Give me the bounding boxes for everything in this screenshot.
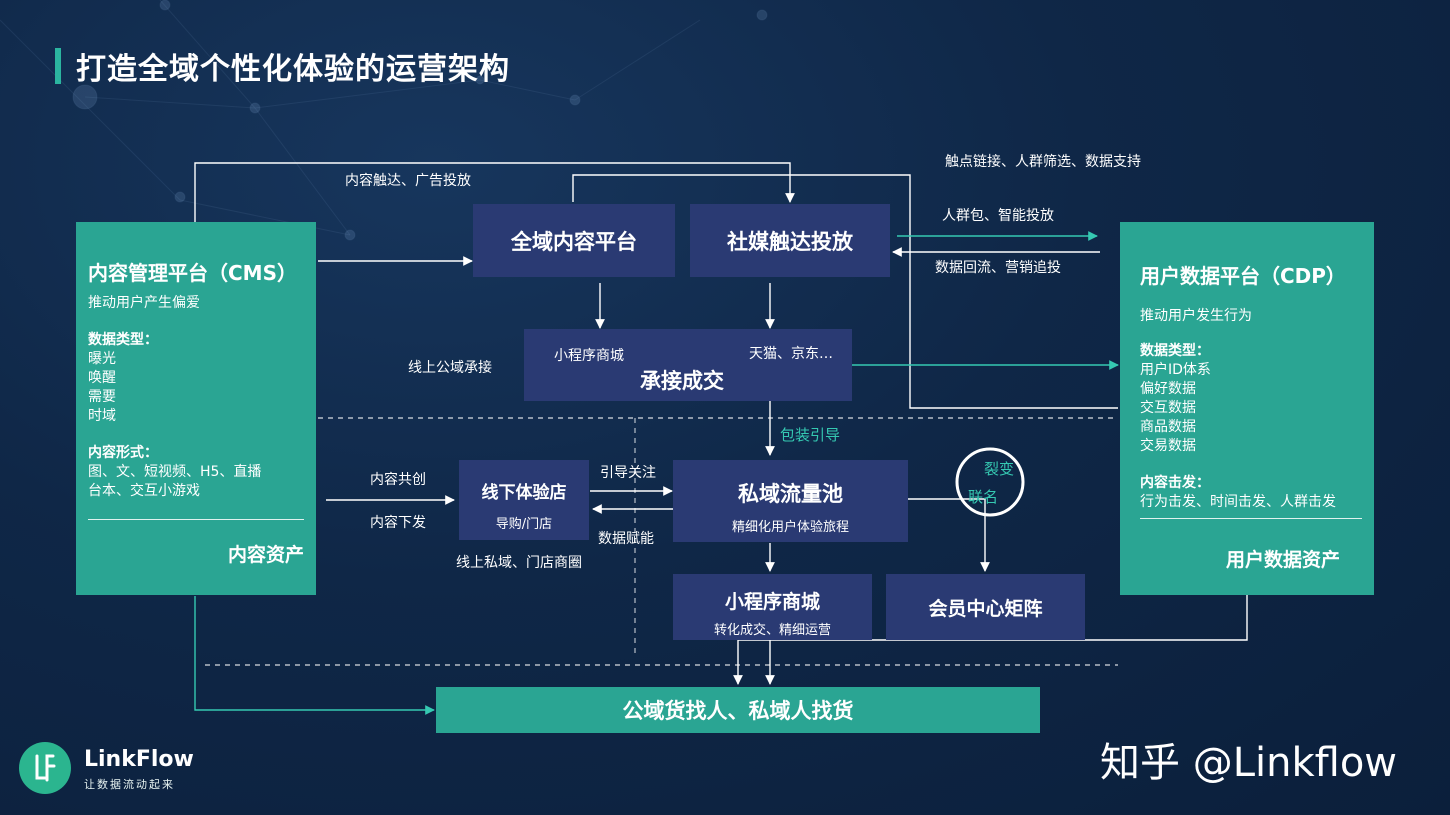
cdp-data-type: 交互数据 [1140, 400, 1196, 416]
member-center-box: 会员中心矩阵 [886, 574, 1085, 640]
cms-asset-label: 内容资产 [227, 544, 304, 566]
page-title: 打造全域个性化体验的运营架构 [76, 52, 510, 87]
miniapp-sub: 转化成交、精细运营 [713, 623, 831, 638]
offline-store-sub: 导购/门店 [495, 517, 553, 532]
cdp-data-type: 偏好数据 [1140, 381, 1196, 397]
label-fission: 裂变 [984, 460, 1015, 478]
bottom-goal-bar: 公域货找人、私域人找货 [436, 687, 1040, 733]
cms-form: 台本、交互小游戏 [88, 483, 200, 499]
cms-title: 内容管理平台（CMS） [88, 261, 297, 285]
cms-data-type: 唤醒 [88, 370, 116, 386]
content-platform-box: 全域内容平台 [473, 204, 675, 277]
cdp-divider [1140, 518, 1362, 519]
social-delivery-box: 社媒触达投放 [690, 204, 890, 277]
miniapp-title: 小程序商城 [724, 591, 820, 613]
cms-subtitle: 推动用户产生偏爱 [88, 295, 200, 311]
cdp-title: 用户数据平台（CDP） [1140, 264, 1346, 288]
cms-divider [88, 519, 304, 520]
deal-left-label: 小程序商城 [554, 348, 624, 364]
label-reach-ads: 内容触达、广告投放 [345, 173, 471, 189]
cdp-data-types-heading: 数据类型： [1140, 343, 1210, 359]
linkflow-logo-icon [19, 742, 71, 794]
label-pack-guide: 包装引导 [780, 426, 841, 444]
cdp-data-type: 商品数据 [1140, 419, 1196, 435]
cms-data-type: 曝光 [88, 351, 116, 367]
offline-store-title: 线下体验店 [481, 483, 567, 503]
cdp-subtitle: 推动用户发生行为 [1140, 308, 1252, 324]
label-touch-link: 触点链接、人群筛选、数据支持 [945, 154, 1141, 170]
cms-data-types-heading: 数据类型： [88, 332, 158, 348]
title-accent-bar [55, 48, 61, 84]
label-distribute: 内容下发 [370, 515, 426, 531]
cdp-trigger-heading: 内容击发： [1140, 475, 1210, 491]
cdp-panel: 用户数据平台（CDP） 推动用户发生行为 数据类型： 用户ID体系 偏好数据 交… [1120, 222, 1374, 595]
deal-right-label: 天猫、京东… [749, 346, 833, 362]
logo-name: LinkFlow [84, 747, 194, 772]
offline-store-box: 线下体验店 导购/门店 [459, 460, 589, 540]
logo-tagline: 让数据流动起来 [84, 778, 175, 791]
watermark: 知乎 @Linkflow [1100, 740, 1398, 786]
cdp-data-type: 交易数据 [1140, 438, 1196, 454]
cdp-asset-label: 用户数据资产 [1226, 549, 1341, 571]
deal-title: 承接成交 [640, 369, 724, 393]
label-data-enable: 数据赋能 [598, 531, 654, 547]
cms-panel: 内容管理平台（CMS） 推动用户产生偏爱 数据类型： 曝光 唤醒 需要 时域 内… [76, 222, 316, 595]
private-pool-box: 私域流量池 精细化用户体验旅程 [673, 460, 908, 542]
label-online-private: 线上私域、门店商圈 [456, 555, 582, 571]
miniapp-box: 小程序商城 转化成交、精细运营 [673, 574, 872, 640]
label-data-return: 数据回流、营销追投 [935, 260, 1061, 276]
label-online-public: 线上公域承接 [408, 360, 492, 376]
cms-form: 图、文、短视频、H5、直播 [88, 464, 262, 480]
deal-box: 小程序商城 天猫、京东… 承接成交 [524, 329, 852, 401]
cdp-trigger: 行为击发、时间击发、人群击发 [1140, 494, 1336, 510]
cms-data-type: 时域 [88, 408, 116, 424]
cms-data-type: 需要 [88, 389, 116, 405]
cdp-data-type: 用户ID体系 [1140, 362, 1211, 378]
label-membership: 联名 [968, 488, 999, 506]
label-co-create: 内容共创 [370, 472, 426, 488]
private-pool-title: 私域流量池 [738, 482, 843, 506]
private-pool-sub: 精细化用户体验旅程 [731, 520, 849, 535]
cms-forms-heading: 内容形式： [88, 445, 158, 461]
label-guide-follow: 引导关注 [600, 465, 656, 481]
label-crowd-pack: 人群包、智能投放 [942, 208, 1054, 224]
